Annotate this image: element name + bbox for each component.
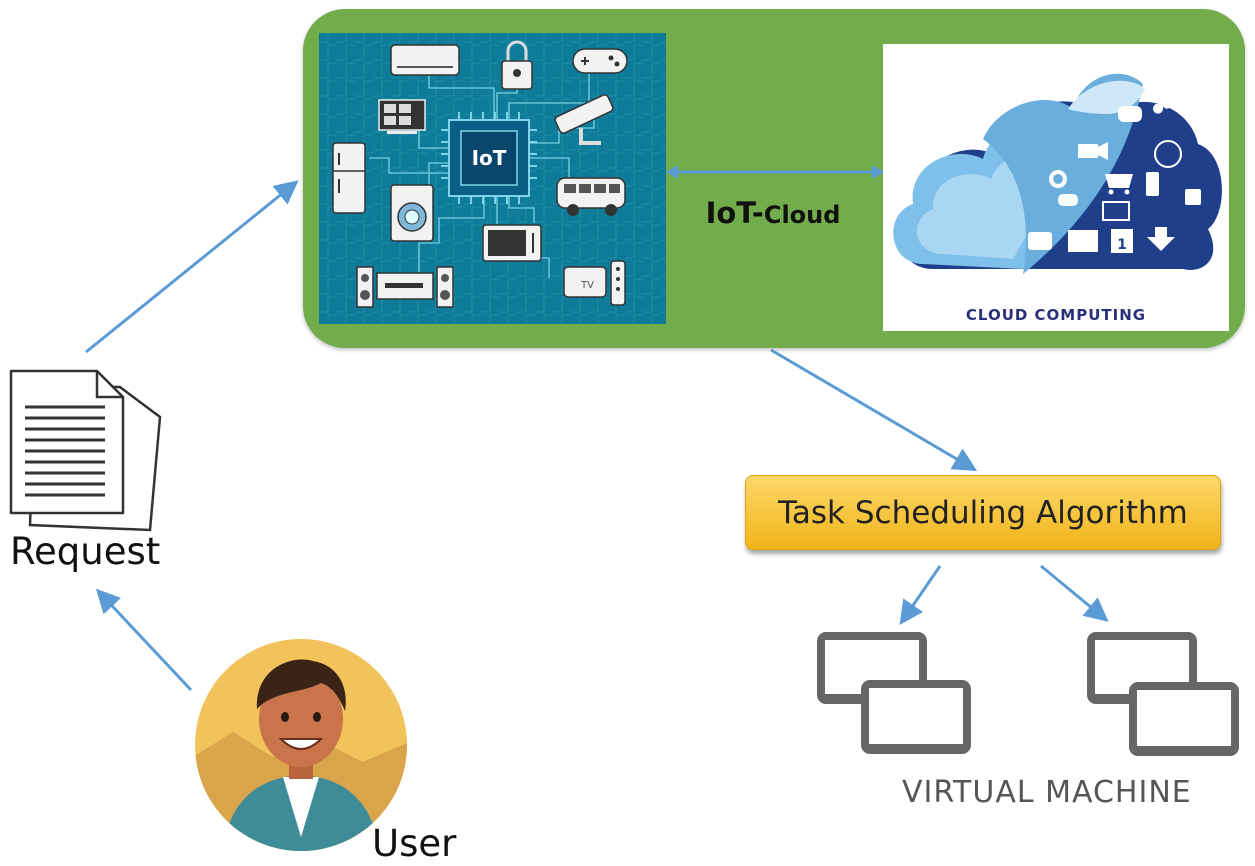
tv-box-icon: [563, 260, 626, 306]
cloud-computing-caption: CLOUD COMPUTING: [965, 306, 1147, 324]
monitor-icon: [378, 99, 426, 134]
vm-group-1-icon: [817, 632, 971, 754]
arrow-scheduler-to-vm2: [1040, 564, 1109, 622]
microwave-icon: [482, 224, 542, 262]
tv-box-label: TV: [580, 280, 594, 291]
user-label: User: [372, 822, 457, 865]
virtual-machine-icons: [817, 632, 1239, 756]
iot-chip-icon: [441, 112, 537, 204]
iot-cloud-label-part1: IoT-: [705, 196, 764, 230]
virtual-machine-label: VIRTUAL MACHINE: [902, 775, 1192, 810]
arrow-request-to-iot: [85, 180, 299, 354]
task-scheduling-box: Task Scheduling Algorithm: [745, 475, 1221, 550]
iot-illustration: IoT: [319, 33, 666, 324]
iot-cloud-label-part2: Cloud: [763, 201, 841, 229]
iot-cloud-double-arrow: [666, 165, 884, 179]
cloud-app-icons: [1028, 84, 1201, 253]
air-conditioner-icon: [390, 44, 460, 76]
security-camera-icon: [554, 94, 614, 145]
calendar-day-label: 1: [1117, 237, 1127, 253]
lock-icon: [501, 40, 533, 90]
van-icon: [556, 177, 626, 216]
arrow-cloud-to-scheduler: [770, 348, 978, 472]
washing-machine-icon: [390, 184, 434, 242]
iot-cloud-label: IoT-Cloud: [668, 196, 878, 230]
iot-circuit-graphic: IoT: [319, 33, 666, 324]
arrow-scheduler-to-vm1: [899, 565, 942, 625]
stereo-system-icon: [356, 266, 454, 308]
vm-group-2-icon: [1087, 632, 1239, 756]
refrigerator-icon: [332, 142, 366, 214]
cloud-computing-illustration: 1 CLOUD COMPUTING: [883, 44, 1229, 331]
cloud-graphic: 1: [893, 73, 1222, 274]
arrow-user-to-request: [95, 588, 193, 692]
request-document-icon: [9, 369, 162, 532]
user-avatar: [195, 639, 407, 851]
iot-chip-label: IoT: [472, 146, 507, 170]
request-label: Request: [10, 530, 161, 573]
gamepad-icon: [572, 48, 628, 74]
